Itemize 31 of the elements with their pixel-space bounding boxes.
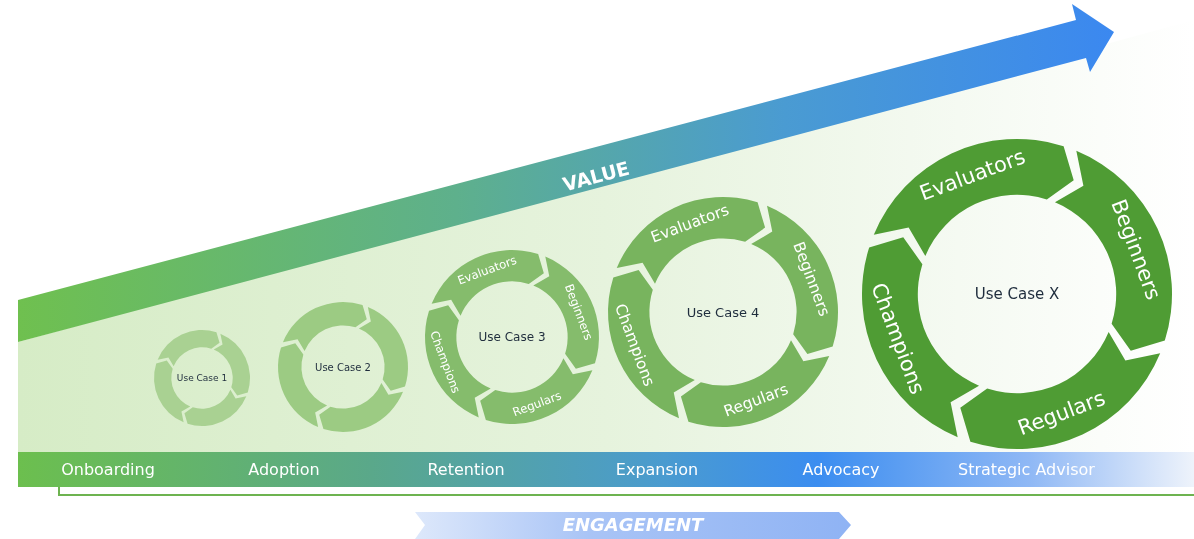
- arrow-segment: [480, 358, 593, 424]
- stage-label: Onboarding: [60, 460, 156, 479]
- stage-label: Expansion: [614, 460, 700, 479]
- arrow-segment: [157, 330, 220, 367]
- cycle-title: Use Case 1: [176, 373, 228, 383]
- cycle: [278, 302, 408, 432]
- cycle: [608, 197, 838, 427]
- stage-bar: [18, 452, 1194, 487]
- stage-label: Strategic Advisor: [958, 460, 1094, 479]
- arrow-segment: [282, 302, 367, 352]
- cycle-title: Use Case 3: [478, 330, 546, 344]
- arrow-segment: [873, 139, 1074, 257]
- stage-label: Retention: [426, 460, 506, 479]
- cycle-title: Use Case 4: [686, 304, 760, 320]
- arrow-segment: [319, 382, 404, 432]
- stage-label: Advocacy: [801, 460, 881, 479]
- arrow-segment: [184, 389, 247, 426]
- engagement-label: ENGAGEMENT: [562, 514, 704, 535]
- arrow-segment: [680, 340, 830, 427]
- cycle: [425, 250, 599, 424]
- arrow-segment: [751, 205, 838, 355]
- arrow-segment: [431, 250, 544, 316]
- cycle-title: Use Case X: [974, 285, 1060, 303]
- cycle: [154, 330, 250, 426]
- arrow-segment: [960, 331, 1161, 449]
- value-label: VALUE: [560, 156, 632, 196]
- stage-label: Adoption: [247, 460, 321, 479]
- cycle-title: Use Case 2: [315, 361, 371, 373]
- arrow-segment: [533, 256, 599, 369]
- cycle: [862, 139, 1172, 449]
- arrow-segment: [616, 197, 766, 284]
